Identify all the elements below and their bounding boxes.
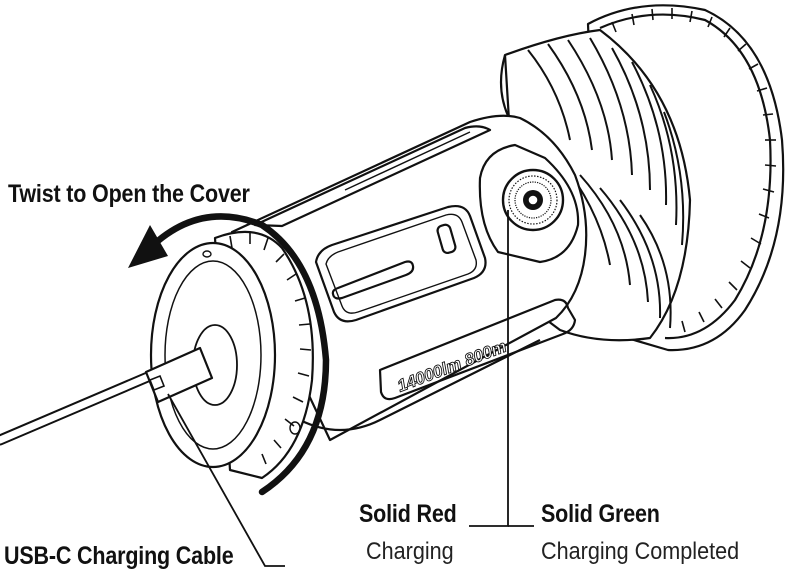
usb-cable-label: USB-C Charging Cable (4, 542, 234, 570)
tail-cap[interactable] (149, 230, 314, 480)
leader-lines (167, 210, 534, 567)
solid-red-title: Solid Red (359, 500, 457, 528)
twist-cover-label: Twist to Open the Cover (8, 180, 250, 208)
arrow-head-icon (128, 225, 168, 268)
usb-c-cable (0, 346, 214, 446)
body-tube (230, 114, 588, 442)
twist-arrow (128, 213, 330, 496)
solid-green-desc: Charging Completed (541, 538, 740, 565)
power-button-indicator[interactable] (501, 168, 565, 232)
lamp-head (499, 4, 785, 352)
solid-red-desc: Charging (366, 538, 454, 565)
solid-green-title: Solid Green (541, 500, 660, 528)
